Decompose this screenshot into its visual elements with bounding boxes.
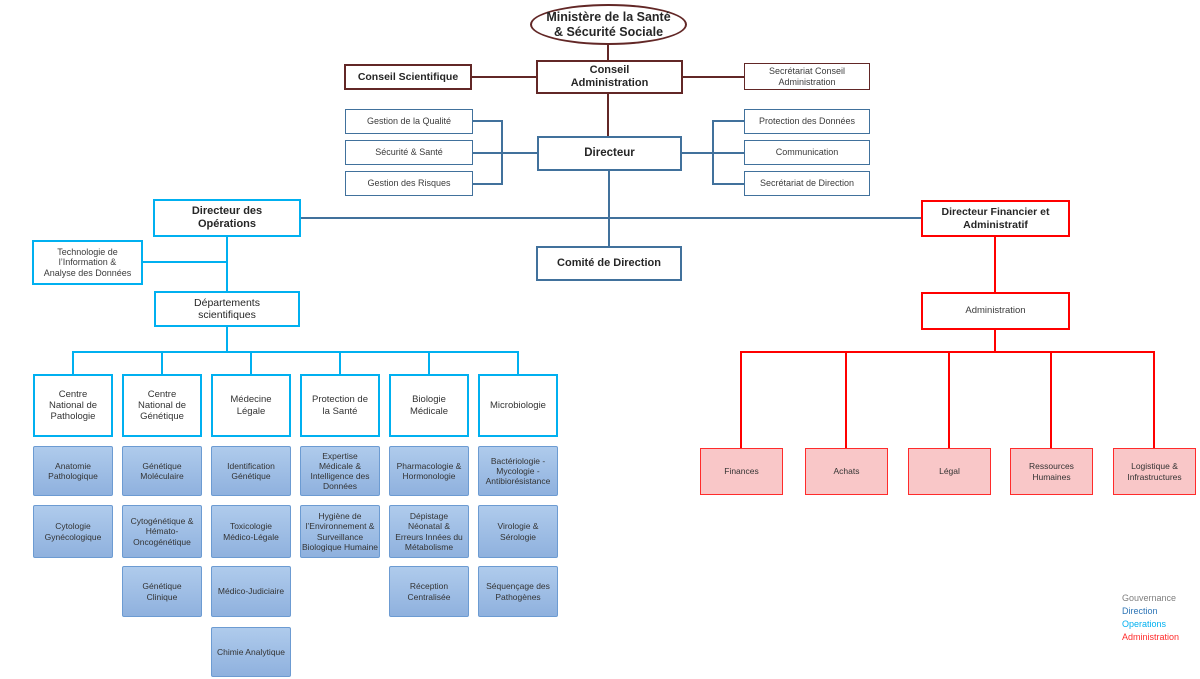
gestion-qualite-node: Gestion de la Qualité — [345, 109, 473, 134]
unit-cell: Expertise Médicale & Intelligence des Do… — [300, 446, 380, 496]
connector — [72, 351, 519, 353]
admin-unit-achats: Achats — [805, 448, 888, 495]
securite-sante-node: Sécurité & Santé — [345, 140, 473, 165]
dept-protection-sante-node: Protection de la Santé — [300, 374, 380, 437]
connector — [845, 351, 847, 448]
unit-cell: Chimie Analytique — [211, 627, 291, 677]
dept-medecine-legale-node: Médecine Légale — [211, 374, 291, 437]
unit-cell: Pharmacologie & Hormonologie — [389, 446, 469, 496]
unit-cell: Séquençage des Pathogènes — [478, 566, 558, 617]
dept-pathologie-node: Centre National de Pathologie — [33, 374, 113, 437]
dept-microbiologie-node: Microbiologie — [478, 374, 558, 437]
conseil-administration-node: Conseil Administration — [536, 60, 683, 94]
connector — [683, 76, 744, 78]
admin-unit-rh: Ressources Humaines — [1010, 448, 1093, 495]
unit-cell: Anatomie Pathologique — [33, 446, 113, 496]
connector — [1050, 351, 1052, 448]
conseil-scientifique-node: Conseil Scientifique — [344, 64, 472, 90]
connector — [607, 45, 609, 60]
connector — [72, 351, 74, 374]
unit-cell: Identification Génétique — [211, 446, 291, 496]
connector — [143, 261, 227, 263]
unit-cell: Dépistage Néonatal & Erreurs Innées du M… — [389, 505, 469, 558]
unit-cell: Génétique Clinique — [122, 566, 202, 617]
connector — [250, 351, 252, 374]
directeur-node: Directeur — [537, 136, 682, 171]
directeur-operations-node: Directeur des Opérations — [153, 199, 301, 237]
connector — [608, 171, 610, 246]
connector — [740, 351, 1155, 353]
departements-scientifiques-node: Départements scientifiques — [154, 291, 300, 327]
gestion-risques-node: Gestion des Risques — [345, 171, 473, 196]
unit-cell: Médico-Judiciaire — [211, 566, 291, 617]
legend-gouvernance: Gouvernance — [1122, 593, 1177, 603]
connector — [994, 237, 996, 292]
connector — [712, 120, 714, 185]
unit-cell: Toxicologie Médico-Légale — [211, 505, 291, 558]
connector — [226, 327, 228, 352]
connector — [473, 120, 503, 122]
unit-cell: Virologie & Sérologie — [478, 505, 558, 558]
administration-node: Administration — [921, 292, 1070, 330]
unit-cell: Hygiène de l’Environnement & Surveillanc… — [300, 505, 380, 558]
unit-cell: Bactériologie - Mycologie - Antibiorésis… — [478, 446, 558, 496]
dept-genetique-node: Centre National de Génétique — [122, 374, 202, 437]
legend-administration: Administration — [1122, 632, 1180, 642]
protection-donnees-node: Protection des Données — [744, 109, 870, 134]
technologie-information-node: Technologie de l’Information & Analyse d… — [32, 240, 143, 285]
connector — [1153, 351, 1155, 448]
connector — [473, 183, 503, 185]
connector — [712, 120, 744, 122]
legend: Gouvernance Direction Operations Adminis… — [1122, 592, 1179, 644]
connector — [301, 217, 921, 219]
connector — [712, 183, 744, 185]
communication-node: Communication — [744, 140, 870, 165]
unit-cell: Cytogénétique & Hémato- Oncogénétique — [122, 505, 202, 558]
admin-unit-legal: Légal — [908, 448, 991, 495]
connector — [607, 94, 609, 136]
connector — [472, 76, 536, 78]
directeur-financier-node: Directeur Financier et Administratif — [921, 200, 1070, 237]
connector — [428, 351, 430, 374]
connector — [501, 120, 503, 185]
comite-direction-node: Comité de Direction — [536, 246, 682, 281]
connector — [339, 351, 341, 374]
legend-operations: Operations — [1122, 619, 1167, 629]
legend-direction: Direction — [1122, 606, 1158, 616]
connector — [517, 351, 519, 374]
secretariat-conseil-node: Secrétariat Conseil Administration — [744, 63, 870, 90]
ministry-node: Ministère de la Santé & Sécurité Sociale — [530, 4, 687, 45]
unit-cell: Génétique Moléculaire — [122, 446, 202, 496]
admin-unit-logistique: Logistique & Infrastructures — [1113, 448, 1196, 495]
unit-cell: Cytologie Gynécologique — [33, 505, 113, 558]
connector — [948, 351, 950, 448]
secretariat-direction-node: Secrétariat de Direction — [744, 171, 870, 196]
connector — [473, 152, 537, 154]
connector — [161, 351, 163, 374]
connector — [226, 237, 228, 291]
admin-unit-finances: Finances — [700, 448, 783, 495]
connector — [994, 330, 996, 352]
unit-cell: Réception Centralisée — [389, 566, 469, 617]
dept-biologie-medicale-node: Biologie Médicale — [389, 374, 469, 437]
connector — [740, 351, 742, 448]
